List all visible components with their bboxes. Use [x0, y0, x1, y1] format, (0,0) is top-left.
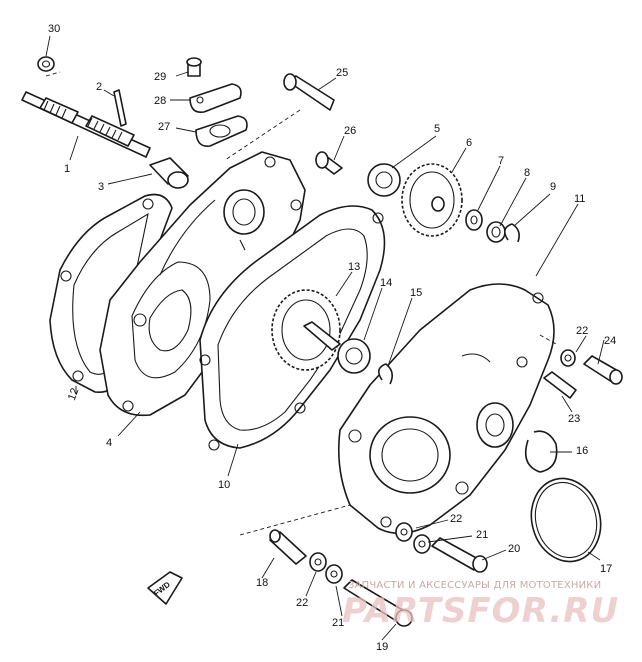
callout-5: 5 [434, 123, 440, 135]
part-29-bolt [186, 57, 202, 77]
callout-23: 23 [568, 413, 580, 425]
callout-21-lower: 21 [332, 617, 344, 629]
part-23-stud [543, 371, 577, 399]
part-22-washer-mid [395, 522, 413, 542]
alignment-line-upper-right [224, 109, 301, 161]
callout-7: 7 [498, 155, 504, 167]
front-direction-mark: FWD [147, 571, 183, 605]
callout-11: 11 [574, 193, 585, 205]
callout-8: 8 [524, 167, 530, 179]
part-2-pin [113, 89, 127, 127]
callout-24: 24 [604, 335, 616, 347]
callout-13: 13 [348, 261, 360, 273]
part-21-washer-lower [325, 564, 343, 584]
watermark-text: ЗАПЧАСТИ И АКСЕССУАРЫ ДЛЯ МОТОТЕХНИКИ [348, 580, 602, 591]
callout-2: 2 [96, 81, 102, 93]
callout-22-lower: 22 [296, 597, 308, 609]
callout-16: 16 [576, 445, 588, 457]
part-25-bolt [283, 73, 335, 111]
callout-4: 4 [106, 437, 112, 449]
alignment-line-upper [45, 71, 61, 77]
callout-1: 1 [64, 163, 70, 175]
part-19-bolt [343, 579, 413, 627]
part-13-gear [271, 289, 341, 371]
callout-27: 27 [158, 121, 170, 133]
alignment-line-right [539, 334, 557, 345]
callout-22-right: 22 [576, 325, 588, 337]
part-27-gasket [195, 115, 248, 147]
leader-lines [45, 35, 605, 641]
part-26-bolt [315, 151, 343, 175]
part-11-housing [337, 283, 555, 535]
part-6-gear [401, 163, 463, 237]
part-16-circlip [524, 430, 558, 473]
callout-19: 19 [376, 641, 388, 653]
part-17-oring [530, 477, 602, 563]
callout-10: 10 [218, 479, 230, 491]
part-28-plate [189, 83, 242, 114]
watermark-logo-text: PARTSFOR.RU [342, 591, 619, 631]
part-22-washer-lower [309, 552, 327, 572]
callout-18: 18 [256, 577, 268, 589]
part-30-washer [37, 56, 55, 72]
part-22-washer-right [560, 349, 576, 367]
callout-20: 20 [508, 543, 520, 555]
part-24-bolt [583, 355, 623, 385]
callout-6: 6 [466, 137, 472, 149]
part-8-washer [486, 221, 506, 243]
callout-3: 3 [98, 181, 104, 193]
part-1-shaft [21, 91, 151, 158]
callout-17: 17 [600, 563, 612, 575]
callout-30: 30 [48, 23, 60, 35]
callout-9: 9 [550, 181, 556, 193]
part-5-bearing [367, 163, 401, 197]
callout-14: 14 [380, 277, 392, 289]
callout-12: 12 [66, 387, 81, 403]
callout-29: 29 [154, 71, 166, 83]
callout-22-mid: 22 [450, 513, 462, 525]
callout-28: 28 [154, 95, 166, 107]
part-21-washer-mid [413, 534, 431, 554]
callout-26: 26 [344, 125, 356, 137]
part-20-bolt [431, 537, 488, 573]
watermark-logo: PARTSFOR.RU [342, 591, 619, 631]
callout-25: 25 [336, 67, 348, 79]
part-18-dowel [269, 529, 307, 565]
part-4-cover [99, 151, 306, 417]
part-7-washer [465, 209, 483, 231]
part-14-bearing [337, 338, 371, 374]
callout-labels: 30 2 1 3 29 28 27 25 26 5 6 7 8 9 11 13 … [48, 23, 616, 653]
callout-15: 15 [410, 287, 422, 299]
alignment-line-lower [239, 504, 351, 536]
part-3-bushing [149, 157, 189, 189]
part-9-clip [504, 223, 520, 243]
callout-21-mid: 21 [476, 529, 488, 541]
part-15-circlip [378, 363, 394, 385]
